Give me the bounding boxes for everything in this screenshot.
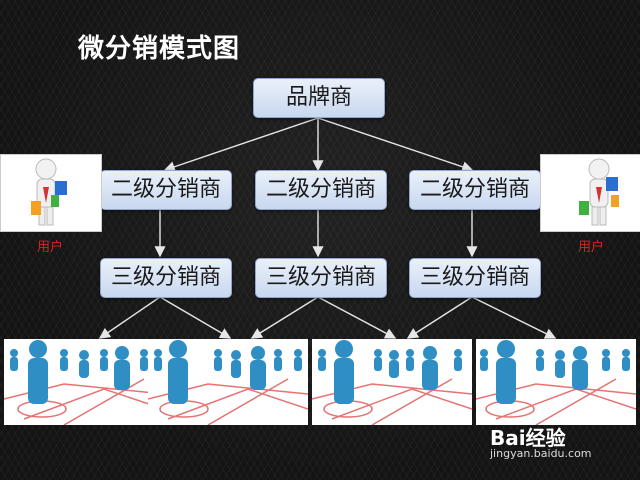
crowd-panel-4 bbox=[476, 339, 636, 425]
baidu-watermark: Bai经验 bbox=[490, 426, 566, 450]
user-card-left bbox=[0, 154, 102, 232]
crowd-network-icon bbox=[4, 340, 164, 425]
level3-node-1: 三级分销商 bbox=[100, 258, 232, 298]
crowd-panel-1 bbox=[4, 339, 164, 425]
level2-node-1: 二级分销商 bbox=[100, 170, 232, 210]
user-with-shopping-bags-icon bbox=[579, 158, 619, 226]
brand-node: 品牌商 bbox=[253, 78, 385, 118]
crowd-network-icon bbox=[476, 340, 636, 425]
baidu-watermark-url: jingyan.baidu.com bbox=[490, 447, 592, 460]
level2-node-3: 二级分销商 bbox=[409, 170, 541, 210]
crowd-network-icon bbox=[312, 340, 472, 425]
user-label-right: 用户 bbox=[577, 240, 604, 255]
level3-node-3: 三级分销商 bbox=[409, 258, 541, 298]
crowd-panel-3 bbox=[312, 339, 472, 425]
user-with-shopping-bags-icon bbox=[31, 158, 67, 226]
crowd-panel-2 bbox=[148, 339, 308, 425]
user-label-left: 用户 bbox=[36, 240, 63, 255]
crowd-network-icon bbox=[148, 340, 308, 425]
user-card-right bbox=[540, 154, 640, 232]
level2-node-2: 二级分销商 bbox=[255, 170, 387, 210]
level3-node-2: 三级分销商 bbox=[255, 258, 387, 298]
page-title: 微分销模式图 bbox=[78, 34, 241, 64]
